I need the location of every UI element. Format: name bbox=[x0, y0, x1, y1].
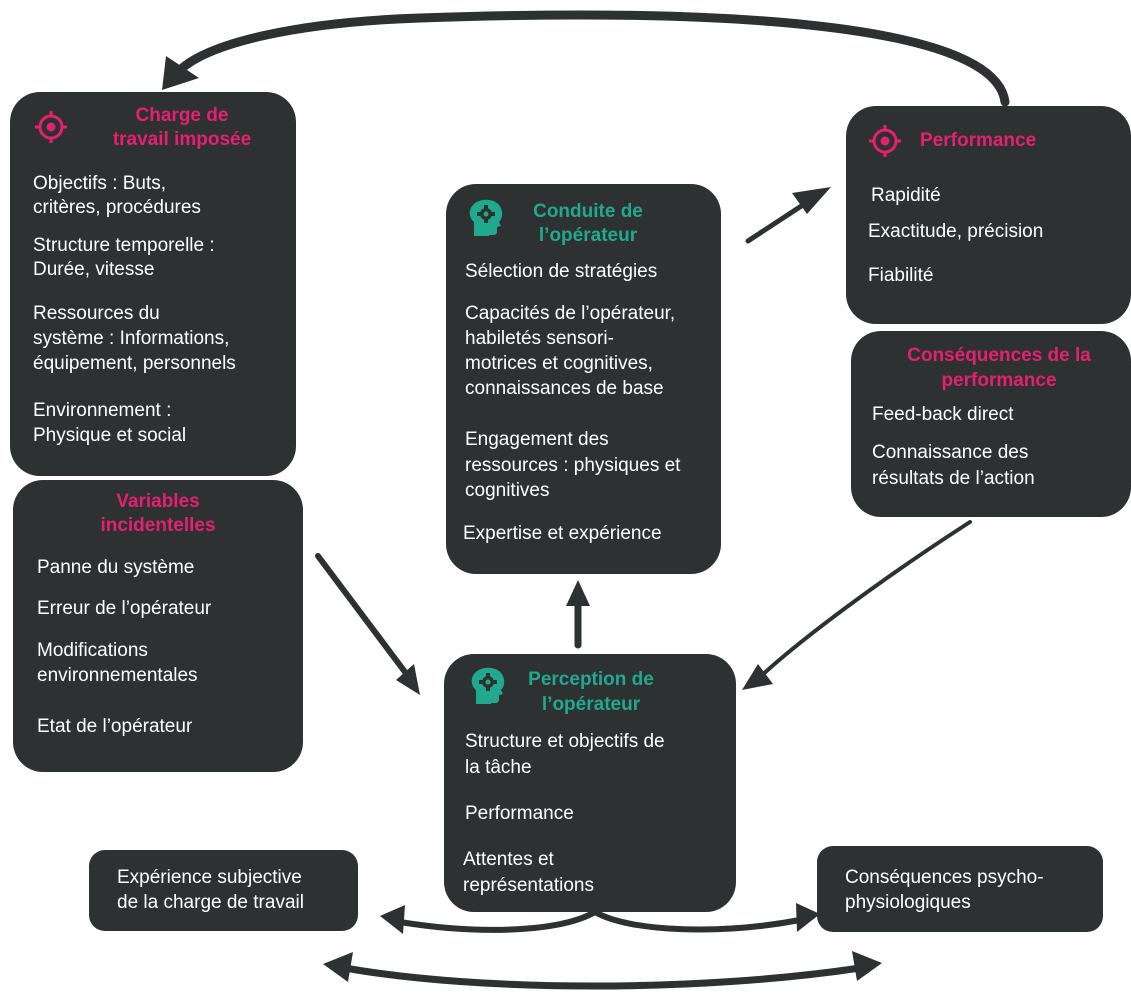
arrow-perception-to-psycho bbox=[592, 909, 803, 933]
conduite-item: Capacités de l’opérateur, bbox=[465, 303, 676, 324]
charge-item: Objectifs : Buts, bbox=[33, 173, 167, 194]
charge-item: équipement, personnels bbox=[33, 353, 236, 374]
perception-item: Attentes et bbox=[463, 849, 554, 870]
arrowhead-experience bbox=[380, 905, 405, 934]
arrowhead-perception-right bbox=[742, 664, 773, 690]
performance-item: Rapidité bbox=[871, 185, 941, 206]
charge-item: Durée, vitesse bbox=[33, 259, 155, 280]
perception-item: la tâche bbox=[465, 757, 532, 778]
charge-item: système : Informations, bbox=[33, 328, 230, 349]
charge-item: Structure temporelle : bbox=[33, 235, 215, 256]
experience-item: de la charge de travail bbox=[117, 892, 304, 913]
box-experience-subjective: Expérience subjective de la charge de tr… bbox=[89, 850, 358, 931]
variables-title-line2: incidentelles bbox=[100, 515, 216, 536]
box-perception-operateur: Perception de l’opérateur Structure et o… bbox=[444, 654, 736, 912]
arrow-consequences-to-perception bbox=[758, 520, 972, 679]
arrowhead-psycho bbox=[796, 903, 820, 932]
charge-item: Environnement : bbox=[33, 400, 172, 421]
arrowhead-charge bbox=[162, 56, 199, 90]
experience-item: Expérience subjective bbox=[117, 867, 302, 888]
psycho-item: Conséquences psycho- bbox=[845, 867, 1044, 888]
head-gear-icon bbox=[471, 667, 505, 704]
charge-item: critères, procédures bbox=[33, 197, 201, 218]
box-conduite-operateur: Conduite de l’opérateur Sélection de str… bbox=[446, 184, 721, 574]
conduite-title-line2: l’opérateur bbox=[538, 225, 638, 246]
consequences-item: résultats de l’action bbox=[872, 468, 1035, 489]
charge-item: Physique et social bbox=[33, 425, 187, 446]
target-icon bbox=[869, 125, 901, 157]
box-charge-de-travail: Charge de travail imposée Objectifs : Bu… bbox=[10, 92, 296, 476]
perception-title-line1: Perception de bbox=[528, 669, 654, 690]
conduite-item: Engagement des bbox=[465, 429, 609, 450]
head-gear-icon bbox=[469, 199, 503, 236]
charge-item: Ressources du bbox=[33, 303, 160, 324]
consequences-item: Connaissance des bbox=[872, 442, 1029, 463]
arrowhead-conduite bbox=[566, 580, 590, 606]
perception-item: représentations bbox=[463, 875, 594, 896]
performance-title: Performance bbox=[920, 130, 1037, 151]
variables-item: Panne du système bbox=[37, 557, 195, 578]
box-performance: Performance Rapidité Exactitude, précisi… bbox=[846, 106, 1131, 324]
arrow-bottom-double bbox=[341, 964, 864, 990]
arrowhead-perception-left bbox=[396, 664, 420, 695]
arrowhead-bottom-right bbox=[852, 951, 882, 981]
target-icon bbox=[35, 111, 67, 143]
arrow-performance-to-charge bbox=[175, 10, 1010, 107]
conduite-item: motrices et cognitives, bbox=[465, 353, 653, 374]
variables-title-line1: Variables bbox=[116, 491, 200, 512]
arrow-performance-to-charge-thin bbox=[599, 15, 1006, 103]
variables-item: environnementales bbox=[37, 665, 198, 686]
arrow-variables-to-perception bbox=[315, 553, 411, 679]
perception-item: Performance bbox=[465, 803, 574, 824]
arrow-perception-to-experience bbox=[397, 909, 598, 933]
arrowhead-bottom-left bbox=[323, 952, 353, 982]
performance-item: Exactitude, précision bbox=[868, 221, 1044, 242]
variables-item: Erreur de l’opérateur bbox=[37, 598, 212, 619]
conduite-item: cognitives bbox=[465, 480, 550, 501]
charge-title-line1: Charge de bbox=[135, 105, 229, 126]
conduite-title-line1: Conduite de bbox=[533, 201, 643, 222]
perception-title-line2: l’opérateur bbox=[541, 694, 641, 715]
conduite-item: habiletés sensori- bbox=[465, 328, 614, 349]
box-consequences-psycho: Conséquences psycho- physiologiques bbox=[817, 846, 1103, 932]
consequences-item: Feed-back direct bbox=[872, 404, 1014, 425]
perception-item: Structure et objectifs de bbox=[465, 731, 665, 752]
variables-item: Etat de l’opérateur bbox=[37, 716, 193, 737]
conduite-item: ressources : physiques et bbox=[465, 455, 681, 476]
conduite-item: Sélection de stratégies bbox=[465, 261, 658, 282]
arrowhead-performance bbox=[792, 187, 831, 214]
conduite-item: connaissances de base bbox=[465, 378, 664, 399]
charge-title-line2: travail imposée bbox=[112, 129, 252, 150]
box-consequences-performance: Conséquences de la performance Feed-back… bbox=[851, 331, 1131, 517]
conduite-item: Expertise et expérience bbox=[463, 523, 662, 544]
box-variables-incidentelles: Variables incidentelles Panne du système… bbox=[13, 480, 303, 772]
performance-item: Fiabilité bbox=[868, 265, 934, 286]
consequences-title-line2: performance bbox=[941, 370, 1057, 391]
psycho-item: physiologiques bbox=[845, 892, 971, 913]
variables-item: Modifications bbox=[37, 640, 148, 661]
consequences-title-line1: Conséquences de la bbox=[907, 345, 1091, 366]
